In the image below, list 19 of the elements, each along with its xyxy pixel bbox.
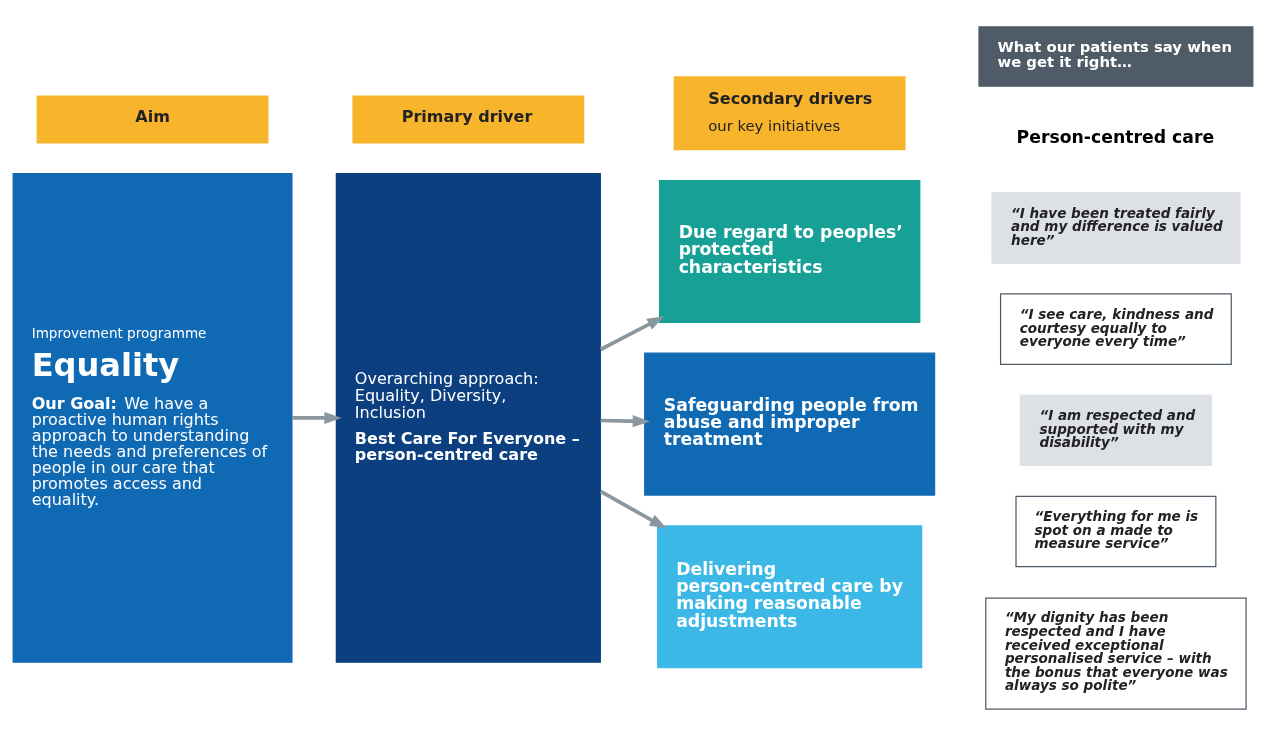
- node-box: “My dignity has been respected and I have received exceptional personalised service – with the bonus that everyone was always so polite”: [985, 597, 1247, 710]
- node-box: Overarching approach: Equality, Diversity, Inclusion Best Care For Everyone – person-centred care: [335, 173, 601, 663]
- node-box: Safeguarding people from abuse and improper treatment: [644, 352, 936, 496]
- arrow: [599, 316, 665, 352]
- arrow: [599, 489, 667, 529]
- node-box: “Everything for me is spot on a made to measure service”: [1015, 495, 1217, 568]
- node-box: Delivering person-centred care by making reasonable adjustments: [657, 525, 923, 669]
- node-box: Improvement programme Equality Our Goal: We have a proactive human rights approach to understanding the needs and preferences of people in our care that promotes access and equality.: [12, 173, 293, 663]
- node-box: Secondary drivers our key initiatives: [673, 76, 906, 151]
- label: Person-centred care: [1016, 126, 1215, 147]
- arrow: [292, 411, 342, 424]
- arrow: [600, 415, 650, 428]
- node-box: “I see care, kindness and courtesy equally to everyone every time”: [999, 293, 1232, 365]
- node-box: Primary driver: [352, 95, 585, 144]
- node-box: What our patients say when we get it right…: [978, 26, 1254, 87]
- node-box: “I am respected and supported with my disability”: [1019, 394, 1213, 467]
- node-box: Due regard to peoples’ protected characteristics: [658, 179, 921, 323]
- node-box: “I have been treated fairly and my difference is valued here”: [991, 192, 1241, 264]
- node-box: Aim: [36, 95, 269, 144]
